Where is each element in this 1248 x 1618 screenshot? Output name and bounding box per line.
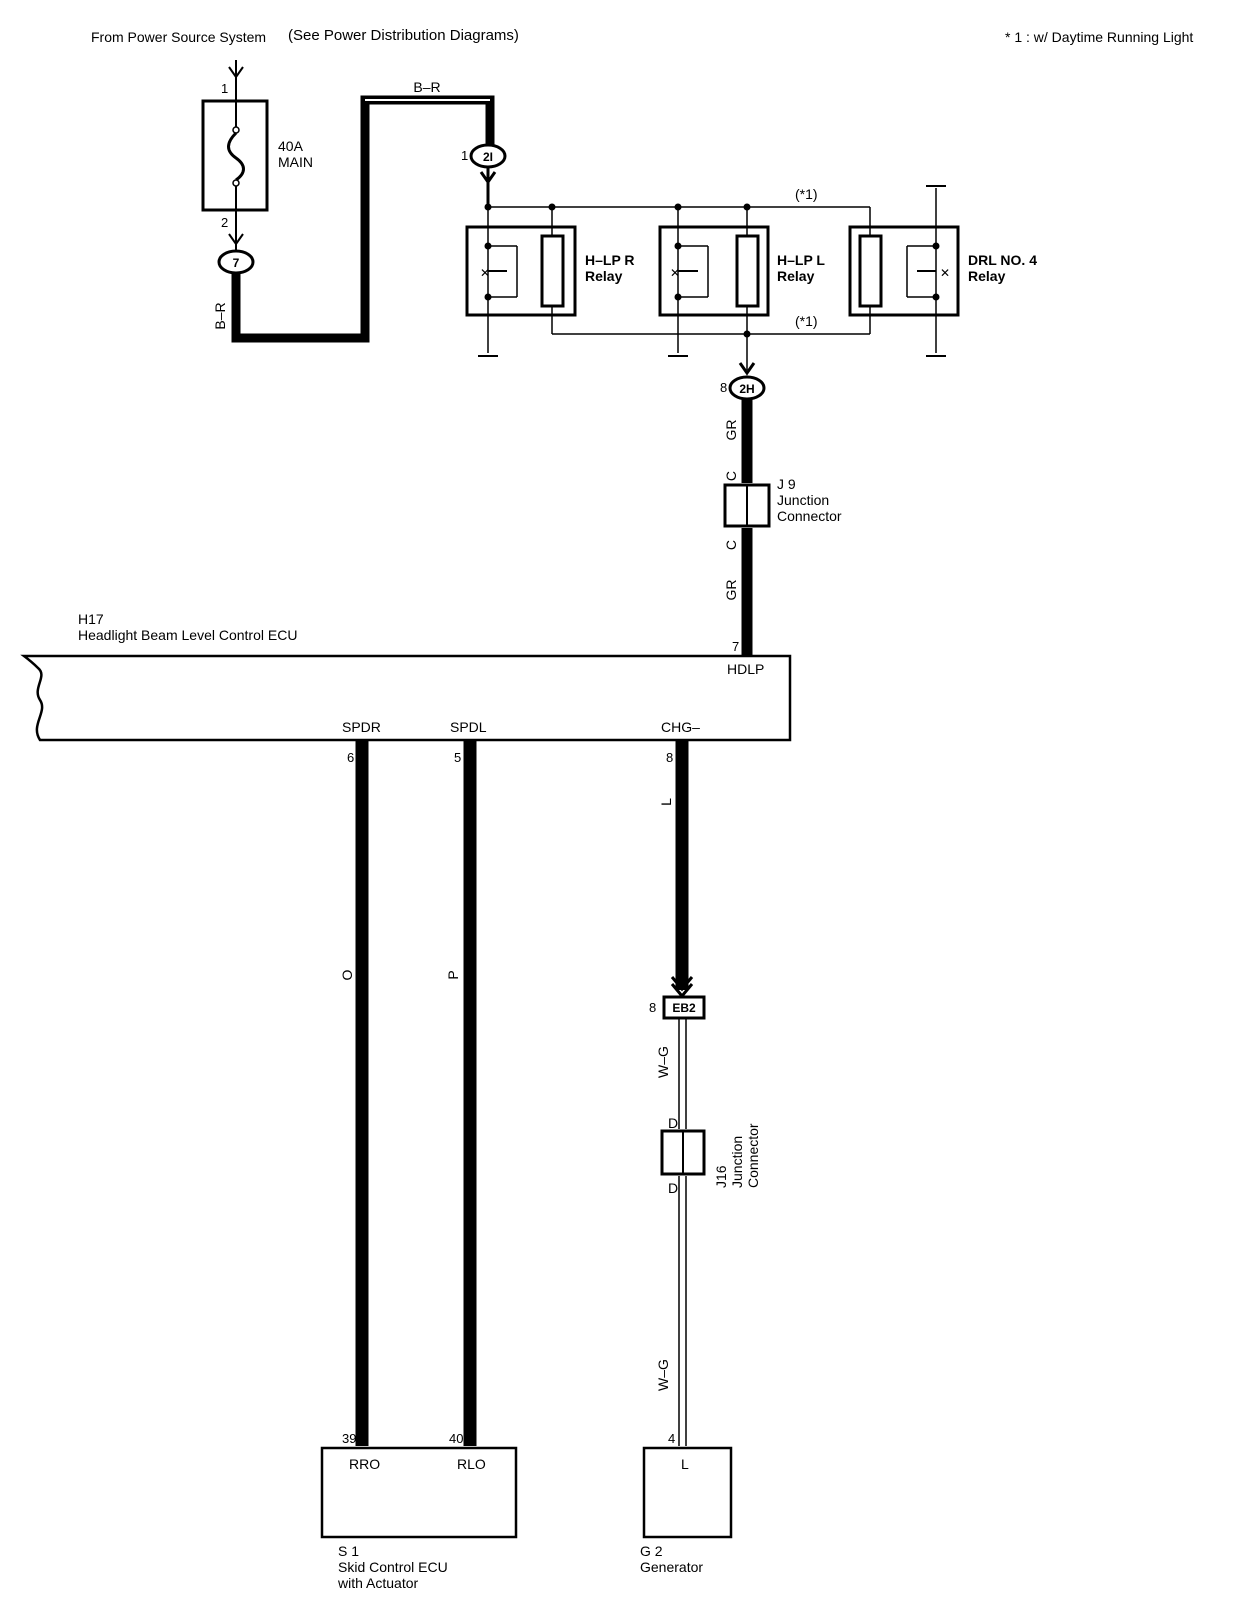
wire-b-r-vertical-label: B–R xyxy=(212,302,228,329)
relay-hlp-l: ✕ xyxy=(658,207,770,370)
fuse-rating: 40A xyxy=(278,138,304,154)
connector-7-id: 7 xyxy=(233,256,240,270)
wire-p-label: P xyxy=(445,970,461,979)
fuse-pin-1: 1 xyxy=(221,81,228,96)
wire-wg-upper-label: W–G xyxy=(655,1046,671,1078)
skid-ecu-rlo: RLO xyxy=(457,1456,486,1472)
relay-hlp-r-name: H–LP R xyxy=(585,252,635,268)
ecu-h17-chg: CHG– xyxy=(661,719,700,735)
wire-gr-lower-label: GR xyxy=(723,580,739,601)
j9-pin-top: C xyxy=(723,471,739,481)
ecu-h17-hdlp-pin: 7 xyxy=(732,639,739,654)
connector-2i-pin: 1 xyxy=(461,148,468,163)
connector-eb2-id: EB2 xyxy=(672,1001,696,1015)
skid-ecu-rro-pin: 39 xyxy=(342,1431,356,1446)
connector-2h-id: 2H xyxy=(739,382,754,396)
wire-b-r-top-label: B–R xyxy=(413,79,440,95)
generator-terminal: L xyxy=(681,1456,689,1472)
skid-ecu-code: S 1 xyxy=(338,1543,359,1559)
j16-name-line1: Junction xyxy=(729,1136,745,1188)
junction-connector-j9 xyxy=(723,483,771,528)
wire-b-r xyxy=(231,95,495,343)
note-drl-top: (*1) xyxy=(795,186,818,202)
ecu-h17-chg-pin: 8 xyxy=(666,750,673,765)
j9-pin-bottom: C xyxy=(723,540,739,550)
connector-2h-pin: 8 xyxy=(720,380,727,395)
fuse-pin-2: 2 xyxy=(221,215,228,230)
j16-pin-bottom: D xyxy=(668,1180,678,1196)
svg-text:✕: ✕ xyxy=(670,266,680,280)
ecu-h17-hdlp: HDLP xyxy=(727,661,764,677)
ecu-h17-spdl-pin: 5 xyxy=(454,750,461,765)
skid-control-ecu-body xyxy=(320,1446,518,1539)
j16-pin-top: D xyxy=(668,1115,678,1131)
ecu-h17-spdr: SPDR xyxy=(342,719,381,735)
wire-gr-upper-label: GR xyxy=(723,420,739,441)
skid-ecu-name-line2: with Actuator xyxy=(337,1575,418,1591)
j16-code: J16 xyxy=(713,1165,729,1188)
svg-text:✕: ✕ xyxy=(940,266,950,280)
relay-hlp-r-type: Relay xyxy=(585,268,623,284)
fuse-40a-main xyxy=(201,60,269,212)
relay-hlp-l-type: Relay xyxy=(777,268,815,284)
fuse-name: MAIN xyxy=(278,154,313,170)
wire-wg-lower-label: W–G xyxy=(655,1359,671,1391)
generator-code: G 2 xyxy=(640,1543,663,1559)
power-source-label: From Power Source System xyxy=(91,29,266,45)
ecu-h17-name: Headlight Beam Level Control ECU xyxy=(78,627,297,643)
ecu-h17-code: H17 xyxy=(78,611,104,627)
note-drl-bottom: (*1) xyxy=(795,313,818,329)
relay-drl-no4-name: DRL NO. 4 xyxy=(968,252,1037,268)
generator-pin: 4 xyxy=(668,1431,675,1446)
skid-ecu-rlo-pin: 40 xyxy=(449,1431,463,1446)
junction-connector-j16 xyxy=(660,1129,706,1176)
relay-drl-no4-type: Relay xyxy=(968,268,1006,284)
j9-name-line1: Junction xyxy=(777,492,829,508)
j16-name-line2: Connector xyxy=(745,1123,761,1188)
wire-l-label: L xyxy=(658,798,674,806)
connector-eb2 xyxy=(662,995,706,1020)
skid-ecu-rro: RRO xyxy=(349,1456,380,1472)
ecu-h17-spdl: SPDL xyxy=(450,719,487,735)
power-distribution-reference: (See Power Distribution Diagrams) xyxy=(288,27,519,44)
wire-o-label: O xyxy=(339,969,355,980)
connector-2i-id: 2I xyxy=(483,150,493,164)
j9-name-line2: Connector xyxy=(777,508,842,524)
footnote-drl: * 1 : w/ Daytime Running Light xyxy=(1005,29,1193,45)
skid-ecu-name-line1: Skid Control ECU xyxy=(338,1559,448,1575)
ecu-h17-spdr-pin: 6 xyxy=(347,750,354,765)
j9-code: J 9 xyxy=(777,476,796,492)
generator-name: Generator xyxy=(640,1559,703,1575)
relay-hlp-l-name: H–LP L xyxy=(777,252,825,268)
svg-text:✕: ✕ xyxy=(480,266,490,280)
generator-body xyxy=(642,1446,733,1539)
relay-hlp-r: ✕ xyxy=(465,207,577,357)
connector-eb2-pin: 8 xyxy=(649,1000,656,1015)
wire-w-g xyxy=(678,1018,687,1446)
relay-drl-no4: ✕ xyxy=(848,185,960,357)
ecu-h17-body xyxy=(20,654,792,742)
